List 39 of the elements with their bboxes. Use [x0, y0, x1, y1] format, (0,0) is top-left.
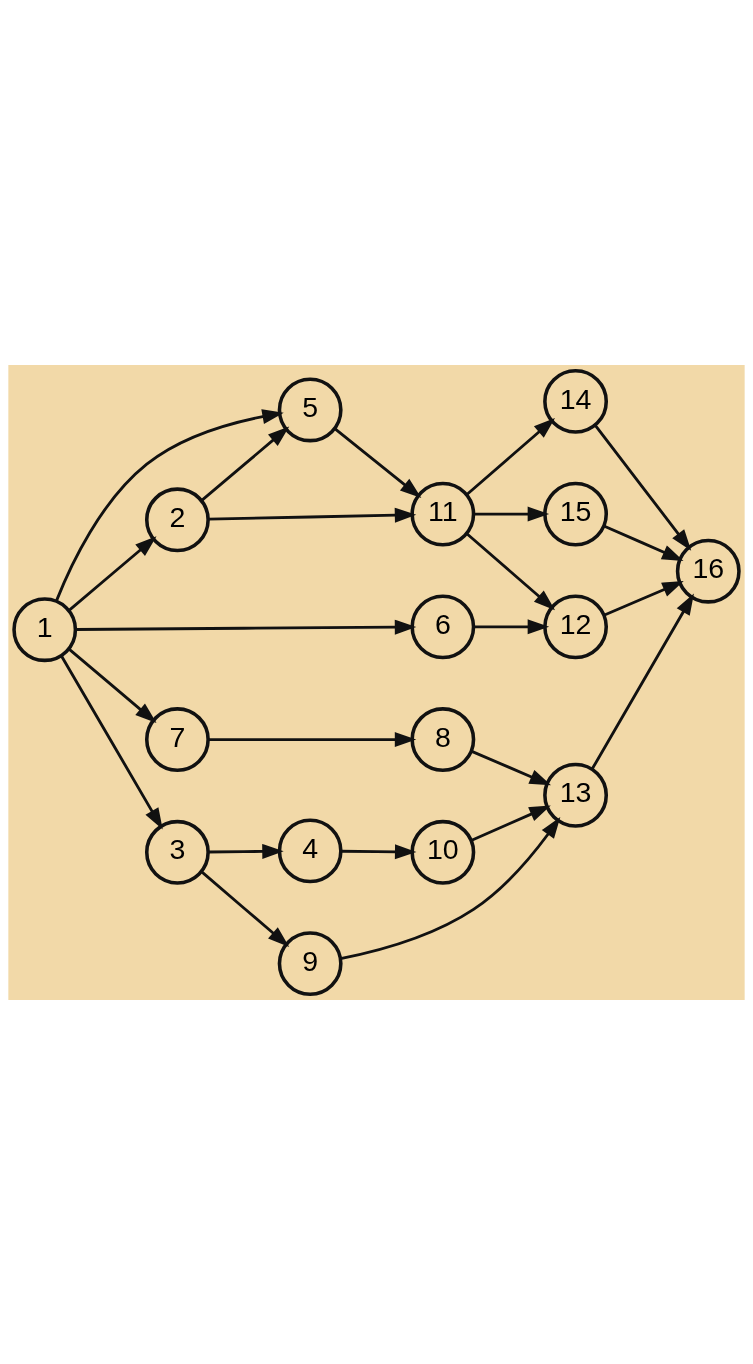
arrow [208, 843, 284, 859]
arrow [473, 618, 550, 634]
node-circle: 5 [277, 377, 343, 442]
arrow [200, 425, 290, 502]
arrow [471, 749, 552, 785]
arrow [465, 417, 556, 496]
node-circle: 2 [144, 486, 210, 552]
arrow [208, 507, 417, 523]
arrow [60, 654, 163, 830]
node-circle: 13 [543, 762, 609, 828]
arrow [55, 408, 284, 601]
node-circle: 6 [410, 593, 476, 659]
node-circle: 11 [410, 481, 476, 547]
node-circle: 14 [543, 368, 609, 434]
node-circle: 3 [144, 819, 210, 885]
arrow [333, 426, 422, 498]
arrow [594, 424, 692, 551]
arrow [603, 580, 684, 616]
arrow [473, 506, 550, 522]
node-circle: 10 [410, 819, 476, 885]
arrow [340, 816, 561, 960]
node-circle: 15 [543, 481, 609, 547]
node-circle: 4 [277, 817, 343, 883]
arrow [75, 619, 417, 635]
arrow [603, 524, 684, 561]
node-circle: 12 [543, 593, 609, 659]
arrow [200, 870, 290, 947]
arrow [470, 805, 551, 842]
arrow [67, 535, 157, 612]
node-circle: 9 [277, 930, 343, 996]
arrow [341, 843, 417, 859]
arrow [590, 592, 694, 770]
node-circle: 7 [144, 706, 210, 772]
arrow [67, 647, 157, 723]
node-circle: 8 [410, 706, 476, 772]
arrow [465, 532, 556, 610]
arrow [208, 731, 417, 747]
node-circle: 1 [12, 596, 78, 662]
node-circle: 16 [675, 538, 741, 604]
